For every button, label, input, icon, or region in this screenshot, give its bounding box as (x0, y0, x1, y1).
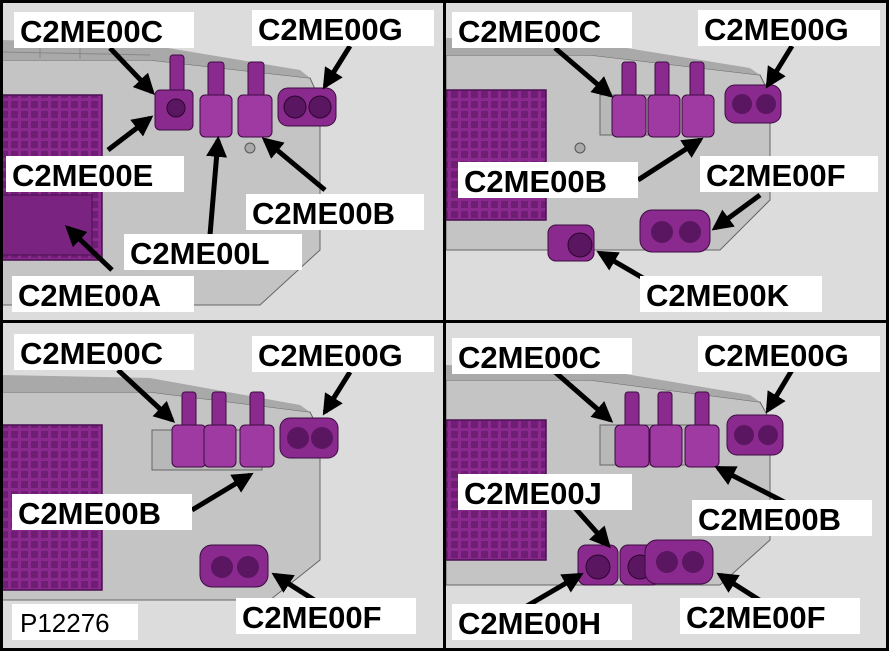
radio-module-top (2, 40, 310, 78)
connector-block-A-lower (1, 194, 93, 256)
connector-F (644, 539, 714, 585)
svg-text:C2ME00B: C2ME00B (18, 496, 161, 531)
label-C2ME00C: C2ME00C (452, 12, 632, 49)
label-C2ME00E: C2ME00E (6, 156, 184, 193)
label-C2ME00F: C2ME00F (680, 598, 860, 635)
connector-C (154, 54, 194, 131)
arrow (636, 137, 704, 183)
svg-text:C2ME00B: C2ME00B (252, 196, 395, 231)
callout-labels: C2ME00C C2ME00G C2ME00E C2ME00B C2ME00L … (6, 10, 880, 641)
svg-text:C2ME00G: C2ME00G (704, 12, 849, 47)
svg-text:C2ME00G: C2ME00G (258, 338, 403, 373)
label-C2ME00C: C2ME00C (14, 334, 194, 371)
svg-text:C2ME00C: C2ME00C (458, 340, 601, 375)
svg-text:C2ME00B: C2ME00B (464, 164, 607, 199)
svg-text:C2ME00J: C2ME00J (464, 476, 602, 511)
label-C2ME00F: C2ME00F (700, 156, 878, 193)
arrow (261, 137, 327, 192)
arrow (553, 370, 614, 423)
svg-text:C2ME00F: C2ME00F (242, 600, 382, 635)
connector-G (277, 87, 337, 127)
label-C2ME00J: C2ME00J (458, 474, 632, 511)
svg-text:C2ME00C: C2ME00C (458, 14, 601, 49)
connector-B (684, 391, 720, 468)
arrow (108, 46, 155, 96)
connector-L (199, 61, 233, 138)
svg-text:C2ME00C: C2ME00C (20, 336, 163, 371)
svg-text:C2ME00G: C2ME00G (258, 12, 403, 47)
label-C2ME00B: C2ME00B (692, 500, 872, 537)
connector-F (199, 544, 269, 588)
connector-C (171, 391, 237, 468)
label-C2ME00G: C2ME00G (698, 336, 880, 373)
arrow (765, 368, 795, 414)
svg-text:C2ME00F: C2ME00F (706, 158, 846, 193)
label-C2ME00C: C2ME00C (452, 338, 632, 375)
arrow (553, 46, 614, 98)
svg-text:C2ME00B: C2ME00B (698, 502, 841, 537)
arrow (765, 44, 795, 89)
svg-text:C2ME00F: C2ME00F (686, 600, 826, 635)
arrow (714, 465, 792, 508)
arrow (106, 115, 154, 152)
svg-text:C2ME00L: C2ME00L (130, 236, 270, 271)
svg-text:C2ME00H: C2ME00H (458, 606, 601, 641)
arrow (116, 368, 176, 423)
label-C2ME00A: C2ME00A (12, 276, 194, 313)
label-C2ME00B: C2ME00B (458, 162, 638, 199)
connector-F (639, 209, 711, 253)
label-C2ME00K: C2ME00K (640, 276, 822, 313)
label-C2ME00G: C2ME00G (252, 10, 434, 47)
label-C2ME00H: C2ME00H (452, 604, 632, 641)
arrow (711, 192, 762, 231)
connector-C (611, 61, 647, 138)
connector-G (279, 417, 339, 459)
arrow (64, 225, 114, 272)
label-C2ME00G: C2ME00G (698, 10, 880, 47)
arrow (322, 370, 353, 416)
connector-block-A (445, 89, 547, 221)
svg-text:C2ME00A: C2ME00A (18, 278, 161, 313)
label-C2ME00B: C2ME00B (12, 494, 192, 531)
figure-reference-box (12, 604, 138, 640)
label-C2ME00L: C2ME00L (124, 234, 302, 271)
connector-B (237, 61, 273, 138)
connector-K (547, 224, 595, 262)
connector-C (614, 391, 683, 468)
label-C2ME00F: C2ME00F (236, 598, 416, 635)
svg-text:C2ME00C: C2ME00C (20, 14, 163, 49)
arrow (206, 135, 228, 236)
arrow (322, 44, 353, 90)
figure-reference: P12276 (20, 608, 110, 638)
radio-module-top (2, 375, 310, 412)
connector-G (724, 84, 782, 124)
connector-B (239, 391, 275, 468)
arrow (573, 506, 611, 549)
label-C2ME00G: C2ME00G (252, 336, 434, 373)
connector-B (647, 61, 715, 138)
svg-text:C2ME00K: C2ME00K (646, 278, 790, 313)
svg-text:C2ME00G: C2ME00G (704, 338, 849, 373)
label-C2ME00B: C2ME00B (246, 194, 424, 231)
connector-H (577, 544, 619, 586)
screw-icon (244, 142, 256, 154)
connector-G (726, 414, 784, 456)
screw-icon (574, 142, 586, 154)
radio-module-top (446, 365, 760, 402)
svg-text:C2ME00E: C2ME00E (12, 158, 153, 193)
arrow (190, 472, 254, 513)
label-C2ME00C: C2ME00C (14, 12, 194, 49)
